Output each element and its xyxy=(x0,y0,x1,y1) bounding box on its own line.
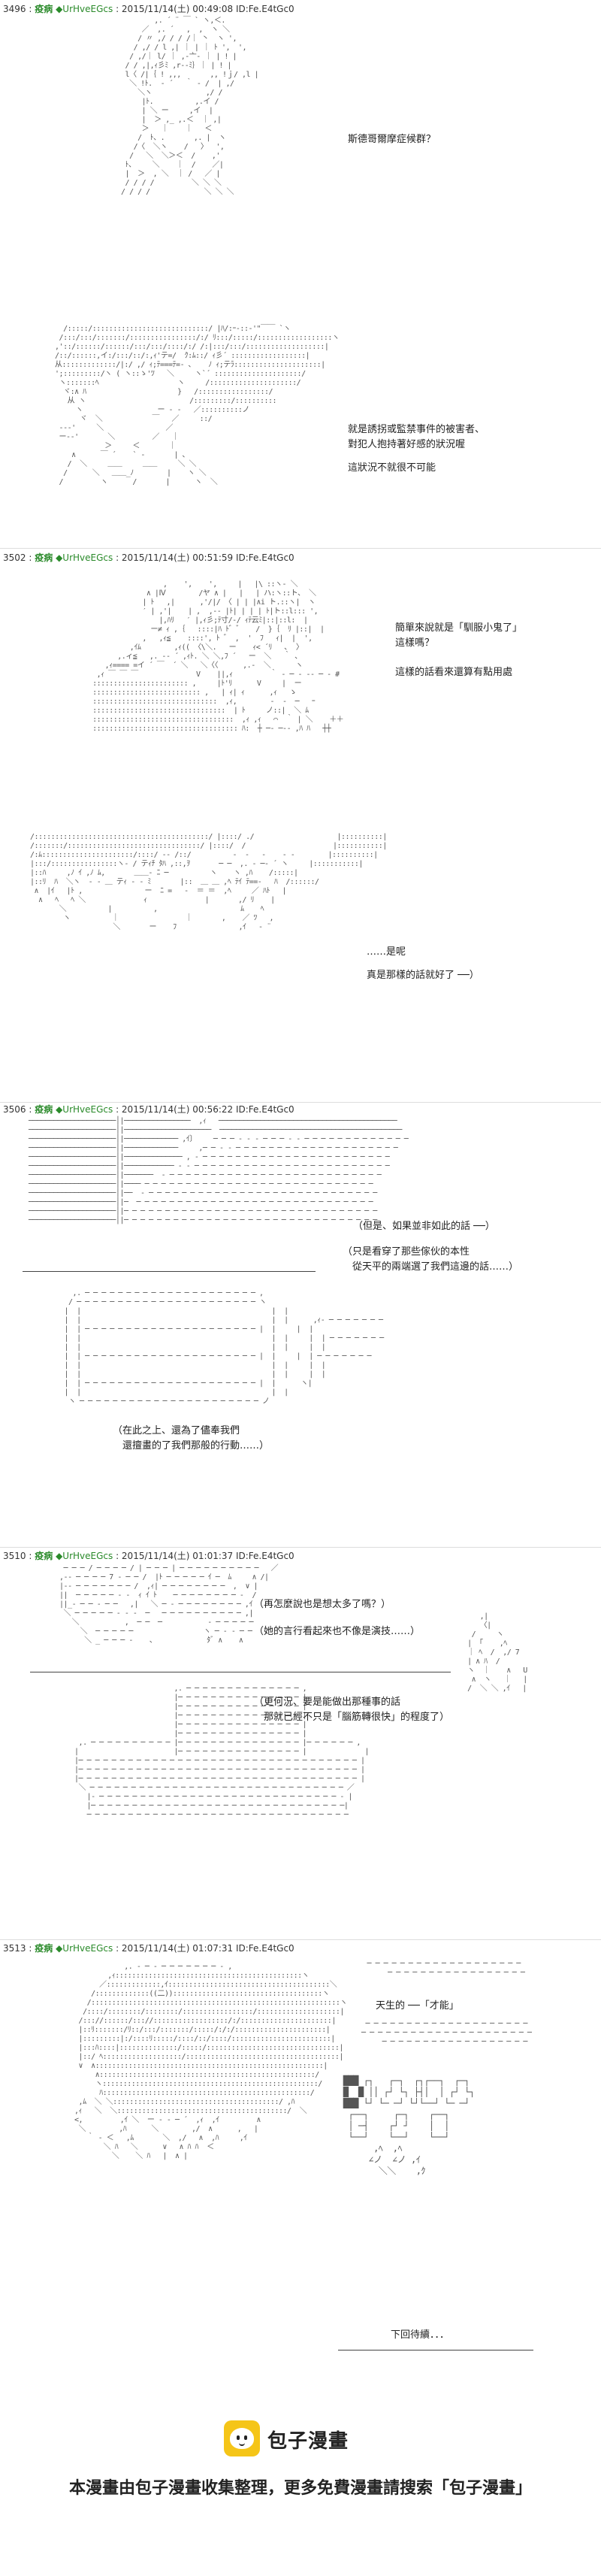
ascii-art: /:::::/::::::::::::::::::::::::::::/ |ﾊ/… xyxy=(55,325,340,486)
ascii-art: /:::::::::::::::::::::::::::::::::::::::… xyxy=(30,833,387,931)
poster-name[interactable]: 疫病 xyxy=(35,4,53,14)
post-panel: 3496 : 疫病 ◆UrHveEGcs : 2015/11/14(土) 00:… xyxy=(0,0,601,547)
post-panel: 3506 : 疫病 ◆UrHveEGcs : 2015/11/14(土) 00:… xyxy=(0,1103,601,1539)
dialog-text: （只是看穿了那些傢伙的本性 從天平的兩端選了我們這邊的話……） xyxy=(343,1246,519,1273)
post-header: 3502 : 疫病 ◆UrHveEGcs : 2015/11/14(土) 00:… xyxy=(3,552,294,563)
poster-trip: ◆UrHveEGcs xyxy=(56,1943,113,1954)
bun-face-icon xyxy=(230,2428,254,2449)
post-panel: 3513 : 疫病 ◆UrHveEGcs : 2015/11/14(土) 01:… xyxy=(0,1940,601,2361)
post-number: 3496 xyxy=(3,4,26,14)
post-number: 3502 xyxy=(3,552,26,563)
ascii-art: ─ ─ ─ ─ ─ ─ ─ ─ ─ ─ ─ ─ ─ ─ ─ ─ ─ ─ ─ ─ … xyxy=(367,1960,525,1977)
ascii-art: ,. ´ ¨ ￣ ` ヽ,＜. ／ ,. ´ , , ヽ ＼ / 〃 ,/ / … xyxy=(121,17,259,196)
dialog-text: 這狀況不就很不可能 xyxy=(348,462,436,474)
post-panel: 3502 : 疫病 ◆UrHveEGcs : 2015/11/14(土) 00:… xyxy=(0,549,601,1052)
post-header: 3510 : 疫病 ◆UrHveEGcs : 2015/11/14(土) 01:… xyxy=(3,1551,294,1561)
poster-trip: ◆UrHveEGcs xyxy=(56,4,113,14)
dialog-text: （更何況、要是能做出那種事的話 那就已經不只是「腦筋轉很快」的程度了） xyxy=(254,1697,450,1723)
dialog-text: （她的言行看起來也不像是演技……） xyxy=(254,1626,421,1637)
poster-trip: ◆UrHveEGcs xyxy=(56,1104,113,1115)
logo-icon xyxy=(224,2420,260,2456)
dialog-text: 斯德哥爾摩症候群？ xyxy=(348,134,436,145)
dialog-text: 就是誘拐或監禁事件的被害者、 對犯人抱持著好感的狀況喔 xyxy=(348,424,485,450)
dialog-text: 這樣的話看來還算有點用處 xyxy=(395,667,513,678)
post-number: 3510 xyxy=(3,1551,26,1561)
post-header: 3496 : 疫病 ◆UrHveEGcs : 2015/11/14(土) 00:… xyxy=(3,4,294,14)
poster-name[interactable]: 疫病 xyxy=(35,1104,53,1115)
ascii-art: ,. ─ ─ ─ ─ ─ ─ ─ ─ ─ ─ ─ ─ ─ ─ ─ ─ ─ ─ ─… xyxy=(64,1289,385,1406)
post-divider xyxy=(0,1547,601,1548)
post-number: 3506 xyxy=(3,1104,26,1115)
post-header: 3506 : 疫病 ◆UrHveEGcs : 2015/11/14(土) 00:… xyxy=(3,1104,294,1115)
ascii-art: ,| 〈| / ヽ | 「 ,ﾍ ｜ ﾍ / ,/ 7 | ∧ ﾊ / ヽ ｜ … xyxy=(467,1612,527,1693)
post-divider xyxy=(0,1102,601,1103)
ascii-art: ─ ─ ─ ─ ─ ─ ─ ─ ─ ─ ─ ─ ─ ─ ─ ─ ─ ─ ─ ─ … xyxy=(361,2020,532,2046)
post-meta: 2015/11/14(土) 00:49:08 ID:Fe.E4tGc0 xyxy=(121,4,294,14)
footer-notice: 本漫畫由包子漫畫收集整理，更多免費漫畫請搜索「包子漫畫」 xyxy=(68,2479,532,2498)
dialog-text: 真是那樣的話就好了 ──） xyxy=(367,970,479,981)
dialog-text: （在此之上、還為了儘奉我們 還擅畫的了我們那般的行動……） xyxy=(113,1425,270,1451)
footer: 包子漫畫 本漫畫由包子漫畫收集整理，更多免費漫畫請搜索「包子漫畫」 xyxy=(0,2390,601,2576)
post-number: 3513 xyxy=(3,1943,26,1954)
dialog-text: 簡單來說就是「馴服小鬼了」 這樣嗎？ xyxy=(395,622,523,649)
ascii-art: , ', ', | |\ ::ヽ‐ ＼ ∧ |Ⅳ /ヤ ∧ | | | ハ:ヽ:… xyxy=(92,580,344,733)
dialog-text: 下回待續．．． xyxy=(391,2329,450,2341)
post-meta: 2015/11/14(土) 00:56:22 ID:Fe.E4tGc0 xyxy=(121,1104,294,1115)
post-meta: 2015/11/14(土) 01:01:37 ID:Fe.E4tGc0 xyxy=(121,1551,294,1561)
ascii-art: ███ ┌┐ ┌─┐ ┌┐┌──┐ ┌─┐ █ █ ││ ┌┘ └┐ ├┤│ │… xyxy=(343,2075,475,2176)
poster-trip: ◆UrHveEGcs xyxy=(56,1551,113,1561)
poster-name[interactable]: 疫病 xyxy=(35,552,53,563)
poster-name[interactable]: 疫病 xyxy=(35,1943,53,1954)
post-meta: 2015/11/14(土) 00:51:59 ID:Fe.E4tGc0 xyxy=(121,552,294,563)
ascii-art: ,. ‐ ─ ‐ ─ ─ ─ ─ ─ ─ ─ ‐ , ,ｨ:::::::::::… xyxy=(74,1963,347,2160)
post-panel: 3510 : 疫病 ◆UrHveEGcs : 2015/11/14(土) 01:… xyxy=(0,1548,601,1939)
poster-trip: ◆UrHveEGcs xyxy=(56,552,113,563)
post-meta: 2015/11/14(土) 01:07:31 ID:Fe.E4tGc0 xyxy=(121,1943,294,1954)
ascii-art: ─────────────────────│|──────────────── … xyxy=(29,1117,409,1224)
dialog-text: 天生的 ──「才能」 xyxy=(376,2000,459,2011)
dialog-text: （但是、如果並非如此的話 ──） xyxy=(353,1221,495,1232)
divider-line xyxy=(23,1271,316,1272)
dialog-text: ……是呢 xyxy=(367,946,406,958)
brand-name: 包子漫畫 xyxy=(267,2430,349,2453)
ascii-art: ─ ─ ─ / ─ ─ ─ ─ / | ─ ─ ─ | ─ ─ ─ ─ ─ ─ … xyxy=(59,1564,279,1645)
post-divider xyxy=(0,548,601,549)
ascii-art: ,. ─ ─ ─ ─ ─ ─ ─ ─ ─ ─ ─ ─ ─ ─ , |─ ─ ─ … xyxy=(74,1685,369,1819)
post-divider xyxy=(0,1939,601,1940)
poster-name[interactable]: 疫病 xyxy=(35,1551,53,1561)
post-header: 3513 : 疫病 ◆UrHveEGcs : 2015/11/14(土) 01:… xyxy=(3,1943,294,1954)
dialog-text: （再怎麼說也是想太多了嗎？） xyxy=(254,1599,391,1610)
